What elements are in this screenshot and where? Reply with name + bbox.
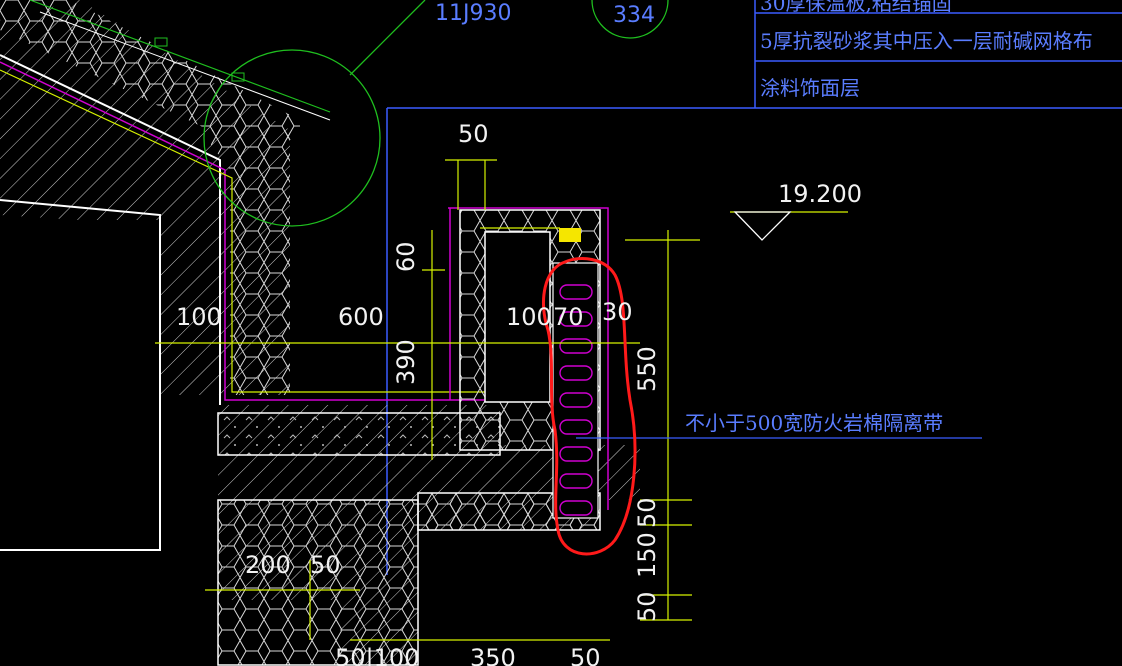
dim-bottom-50c: 50 (570, 644, 601, 666)
dim-left-100: 100 (176, 303, 222, 331)
detail-reference-circle-icon (203, 0, 669, 227)
note-line-1: 30厚保温板,粘结锚固 (760, 0, 952, 15)
dim-bottom-50: 50 (310, 551, 341, 579)
roof-slab-section (0, 0, 500, 551)
dimension-lines (155, 159, 848, 641)
parapet-section (217, 207, 640, 666)
rock-wool-fire-barrier (559, 284, 593, 516)
dim-span-600: 600 (338, 303, 384, 331)
triangle-elevation-icon (733, 211, 792, 241)
notes-table (386, 0, 1122, 575)
dim-inner-30: 30 (602, 298, 633, 326)
dim-vert-60: 60 (392, 241, 420, 272)
dim-inner-100: 100 (506, 303, 552, 331)
note-line-2: 5厚抗裂砂浆其中压入一层耐碱网格布 (760, 29, 1093, 53)
dim-vert-390: 390 (392, 339, 420, 385)
dim-inner-70: 70 (553, 303, 584, 331)
dim-vert-50a: 50 (633, 497, 661, 528)
elevation-value: 19.200 (778, 180, 862, 208)
dim-vert-50b: 50 (633, 591, 661, 622)
dim-vert-150: 150 (633, 532, 661, 578)
note-line-3: 涂料饰面层 (760, 76, 860, 100)
red-freehand-markup[interactable] (541, 257, 637, 556)
dim-bottom-350: 350 (470, 644, 516, 666)
callout-label: 不小于500宽防火岩棉隔离带 (685, 411, 943, 435)
dim-bottom-200: 200 (245, 551, 291, 579)
dim-top-50: 50 (458, 120, 489, 148)
dim-vert-550: 550 (633, 346, 661, 392)
highlight-marker (559, 228, 581, 242)
reference-code: 11J930 (435, 1, 511, 26)
reference-circle-number: 334 (613, 3, 655, 28)
dim-bottom-50-100: 50|100 (335, 644, 419, 666)
